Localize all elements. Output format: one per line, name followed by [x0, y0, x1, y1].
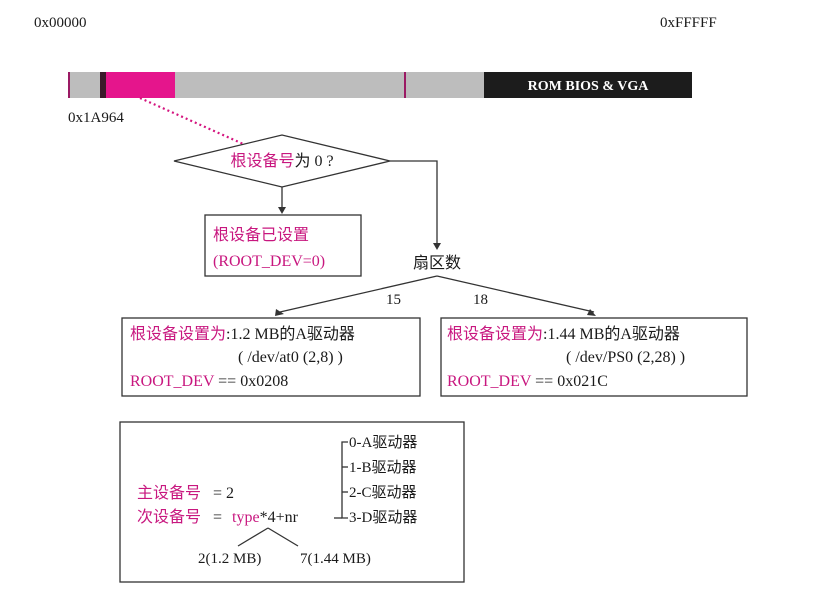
memory-mid-tick [404, 72, 406, 98]
sectors-label: 扇区数 [413, 254, 461, 272]
device-number-formula-box [119, 421, 465, 583]
drive-option-3: 3-D驱动器 [349, 509, 417, 526]
a-drive-144mb-box [440, 317, 748, 397]
a-drive-12mb-box [121, 317, 421, 397]
major-number-value: = 2 [213, 485, 234, 502]
a-drive-144mb-line1-rest: :1.44 MB的A驱动器 [543, 325, 680, 343]
branch-left-line [279, 275, 438, 313]
memory-start-address: 0x00000 [34, 15, 87, 31]
type-branch-right [267, 527, 299, 547]
dotted-pointer-line [139, 96, 251, 149]
a-drive-12mb-line3-prefix: ROOT_DEV [130, 373, 215, 390]
minor-number-type: type [232, 509, 260, 526]
a-drive-12mb-line1: 根设备设置为:1.2 MB的A驱动器 [130, 325, 355, 343]
arrow-to-sectors [390, 160, 438, 244]
arrowhead-already-set [278, 207, 286, 214]
a-drive-144mb-line1-prefix: 根设备设置为 [447, 325, 543, 343]
a-drive-144mb-line3-rest: == 0x021C [531, 373, 608, 390]
marker-address: 0x1A964 [68, 110, 124, 126]
memory-start-tick [68, 72, 70, 98]
major-number-label: 主设备号 [137, 484, 201, 502]
a-drive-144mb-line2: ( /dev/PS0 (2,28) ) [566, 349, 685, 366]
already-set-box [204, 214, 362, 277]
a-drive-12mb-line3: ROOT_DEV == 0x0208 [130, 373, 288, 390]
arrowhead-sectors [433, 243, 441, 250]
drive-option-0: 0-A驱动器 [349, 434, 417, 451]
a-drive-144mb-line3: ROOT_DEV == 0x021C [447, 373, 608, 390]
nr-bracket [341, 441, 348, 519]
a-drive-12mb-line3-rest: == 0x0208 [214, 373, 288, 390]
rom-bios-vga-segment [484, 72, 692, 98]
kernel-highlight-segment [106, 72, 175, 98]
already-set-line1: 根设备已设置 [213, 226, 309, 244]
minor-number-label: 次设备号 [137, 508, 201, 526]
minor-number-rest: *4+nr [260, 509, 299, 526]
a-drive-12mb-line1-rest: :1.2 MB的A驱动器 [226, 325, 355, 343]
arrowhead-right-box [587, 309, 596, 316]
arrowhead-left-box [275, 309, 284, 316]
a-drive-144mb-line1: 根设备设置为:1.44 MB的A驱动器 [447, 325, 680, 343]
kernel-dark-mark [100, 72, 106, 98]
sectors-value-18: 18 [473, 292, 488, 308]
decision-label-root: 根设备号 [230, 152, 294, 170]
sectors-value-15: 15 [386, 292, 401, 308]
major-number-row: 主设备号 = 2 [137, 484, 234, 502]
drive-option-1: 1-B驱动器 [349, 459, 417, 476]
memory-end-address: 0xFFFFF [660, 15, 717, 31]
type-value-144mb: 7(1.44 MB) [300, 551, 371, 567]
minor-number-row: 次设备号 = type*4+nr [137, 508, 299, 526]
decision-label-zero: 为 0 ? [294, 152, 333, 170]
type-branch-left [237, 527, 269, 547]
minor-number-eq: = [213, 509, 222, 526]
a-drive-144mb-line3-prefix: ROOT_DEV [447, 373, 532, 390]
a-drive-12mb-line1-prefix: 根设备设置为 [130, 325, 226, 343]
type-value-12mb: 2(1.2 MB) [198, 551, 261, 567]
branch-right-line [436, 275, 595, 313]
rom-bios-vga-label: ROM BIOS & VGA [528, 79, 650, 94]
already-set-line2: (ROOT_DEV=0) [213, 253, 325, 270]
a-drive-12mb-line2: ( /dev/at0 (2,8) ) [238, 349, 343, 366]
drive-option-2: 2-C驱动器 [349, 484, 417, 501]
decision-label: 根设备号为 0 ? [230, 152, 333, 170]
